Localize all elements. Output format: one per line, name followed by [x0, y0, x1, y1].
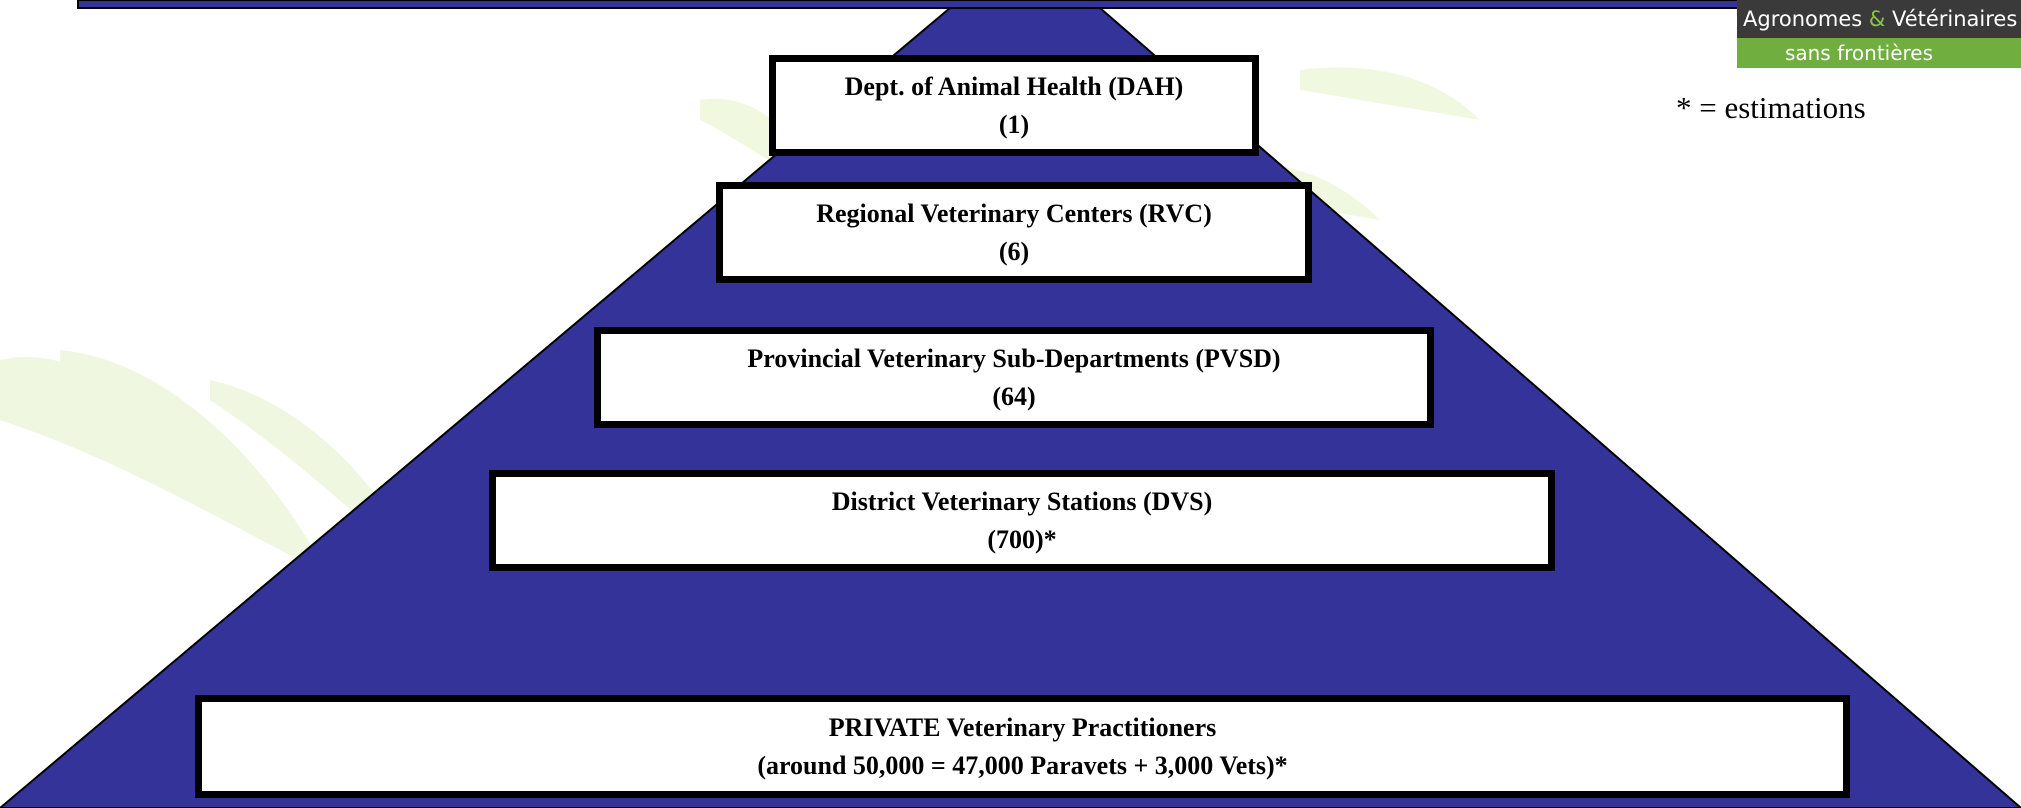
level-name: Provincial Veterinary Sub-Departments (P… [747, 343, 1281, 373]
estimations-note: * = estimations [1676, 90, 1866, 125]
logo-ampersand: & [1868, 7, 1886, 31]
level-box-pvsd: Provincial Veterinary Sub-Departments (P… [594, 327, 1434, 428]
avsf-logo: Agronomes & Vétérinaires sans frontières [1737, 0, 2021, 68]
level-count: (64) [992, 381, 1036, 411]
logo-word2: Vétérinaires [1891, 7, 2018, 31]
level-name: PRIVATE Veterinary Practitioners [828, 712, 1217, 742]
level-name: Dept. of Animal Health (DAH) [844, 71, 1184, 101]
level-box-private: PRIVATE Veterinary Practitioners (around… [195, 695, 1850, 798]
level-count: (700)* [987, 524, 1057, 554]
level-name: District Veterinary Stations (DVS) [831, 486, 1213, 516]
level-box-dvs: District Veterinary Stations (DVS) (700)… [489, 470, 1555, 571]
top-banner [77, 0, 1933, 9]
level-box-rvc: Regional Veterinary Centers (RVC) (6) [716, 182, 1312, 283]
level-count: (around 50,000 = 47,000 Paravets + 3,000… [757, 750, 1288, 780]
logo-word1: Agronomes [1743, 7, 1863, 31]
logo-line2: sans frontières [1737, 38, 2021, 68]
logo-line1: Agronomes & Vétérinaires [1737, 0, 2021, 38]
level-count: (6) [998, 236, 1030, 266]
level-count: (1) [998, 109, 1030, 139]
level-box-dah: Dept. of Animal Health (DAH) (1) [769, 55, 1259, 156]
level-name: Regional Veterinary Centers (RVC) [816, 198, 1212, 228]
